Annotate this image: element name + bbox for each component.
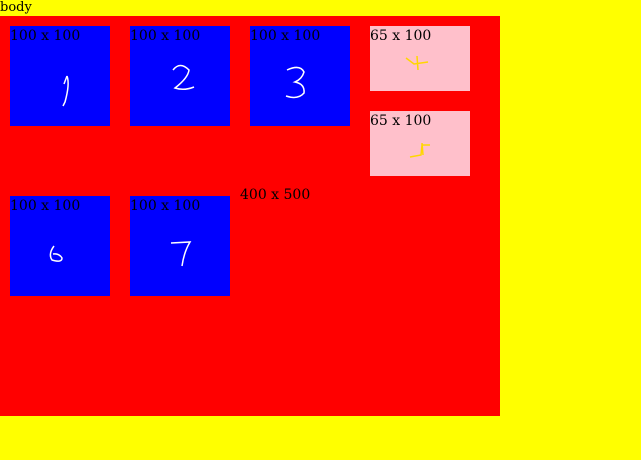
box-size-label: 100 x 100 (250, 28, 321, 44)
red-container: 400 x 500 100 x 100 100 x 100 100 x 100 … (0, 16, 500, 416)
box-3: 100 x 100 (250, 26, 350, 126)
box-1: 100 x 100 (10, 26, 110, 126)
box-2: 100 x 100 (130, 26, 230, 126)
box-4: 65 x 100 (370, 26, 470, 91)
handwritten-digit-4 (405, 55, 429, 71)
handwritten-digit-6 (49, 245, 63, 262)
box-size-label: 100 x 100 (130, 28, 201, 44)
container-size-label: 400 x 500 (240, 187, 311, 203)
handwritten-digit-2 (172, 64, 195, 91)
box-size-label: 100 x 100 (10, 198, 81, 214)
box-7: 100 x 100 (130, 196, 230, 296)
box-size-label: 65 x 100 (370, 113, 432, 129)
box-5: 65 x 100 (370, 111, 470, 176)
handwritten-digit-3 (285, 66, 305, 99)
box-size-label: 65 x 100 (370, 28, 432, 44)
box-size-label: 100 x 100 (10, 28, 81, 44)
handwritten-digit-1 (62, 75, 69, 107)
body-label: body (0, 0, 32, 15)
handwritten-digit-7 (170, 241, 192, 267)
handwritten-digit-5 (409, 142, 430, 158)
box-6: 100 x 100 (10, 196, 110, 296)
box-size-label: 100 x 100 (130, 198, 201, 214)
